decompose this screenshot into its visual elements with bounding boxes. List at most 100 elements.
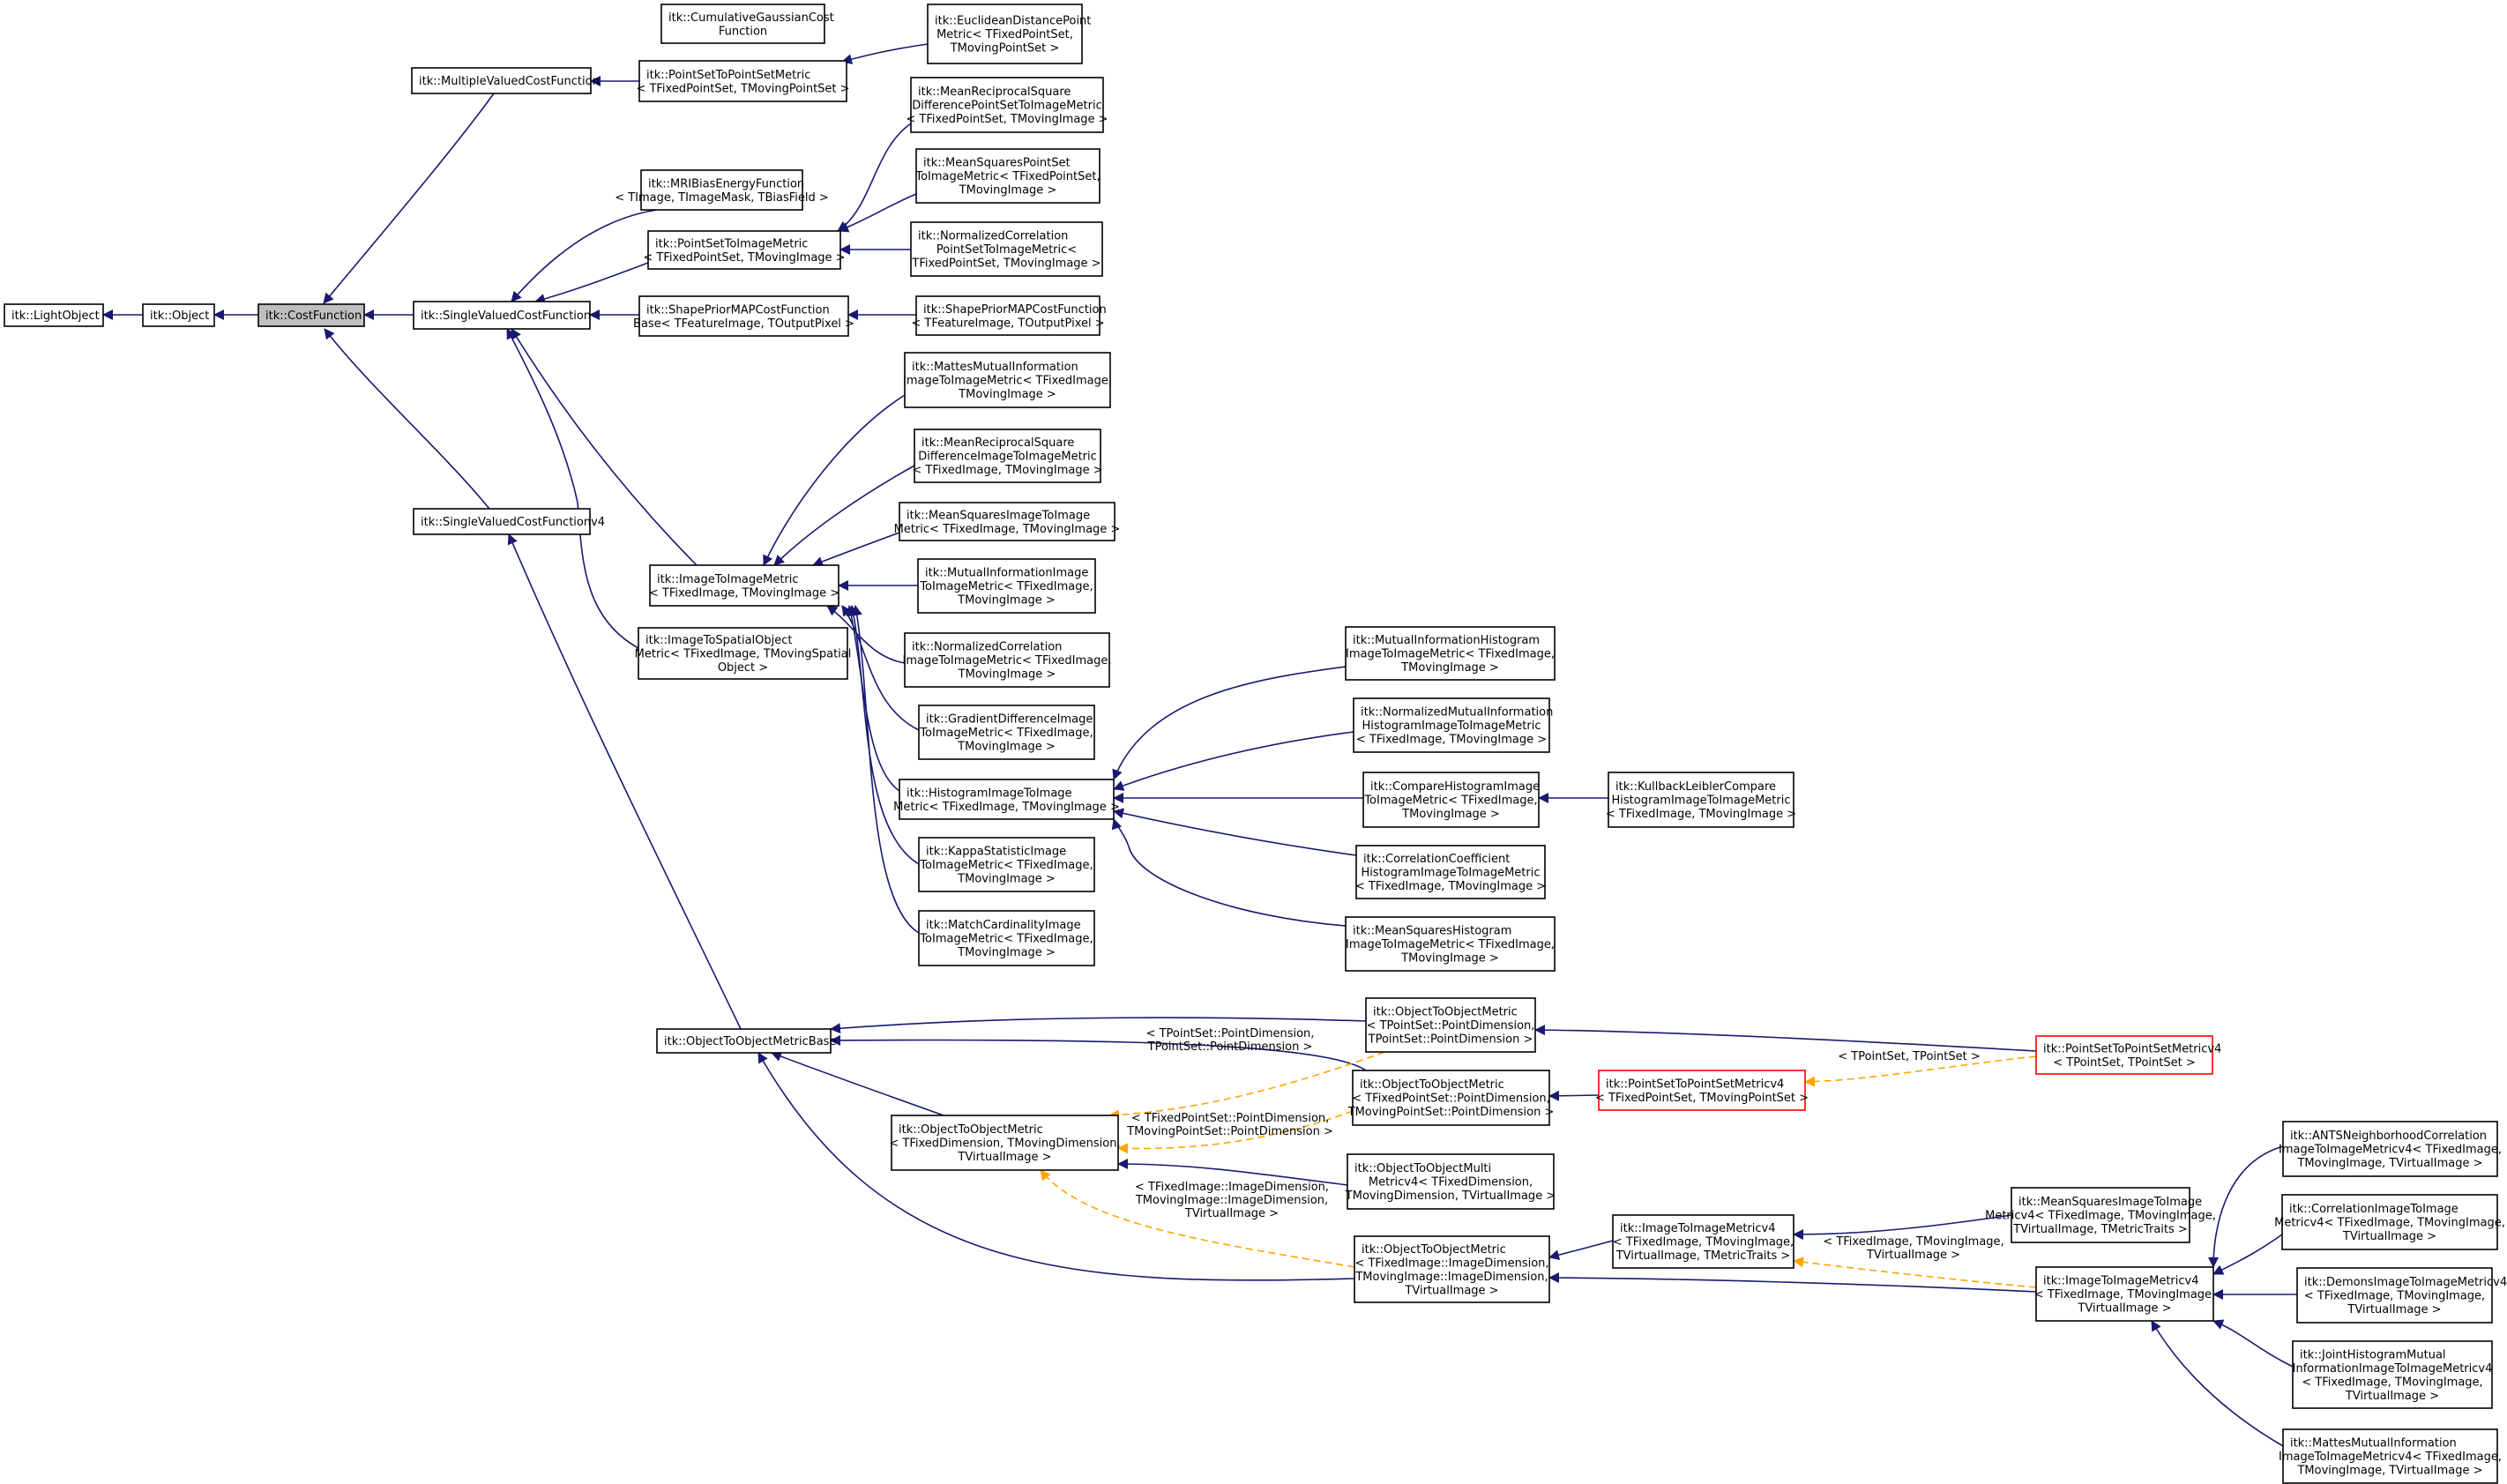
class-node-label-line: itk::ObjectToObjectMetricBase xyxy=(664,1035,836,1048)
class-node-label: itk::Object xyxy=(150,309,209,323)
class-node-label: itk::MRIBiasEnergyFunction< TImage, TIma… xyxy=(615,177,829,205)
class-node-OTOM_PointSet[interactable]: itk::ObjectToObjectMetric< TPointSet::Po… xyxy=(1365,997,1536,1053)
class-node-MultipleValuedCostFunction[interactable]: itk::MultipleValuedCostFunction xyxy=(411,67,600,94)
class-node-DemonsImagev4[interactable]: itk::DemonsImageToImageMetricv4< TFixedI… xyxy=(2296,1267,2507,1324)
class-node-box xyxy=(2282,1121,2498,1177)
class-node-label-line: < TFixedImage, TMovingImage > xyxy=(649,586,839,600)
inheritance-edge-ANTSNeighborhood-to-ImageToImageMetricv4 xyxy=(2208,1145,2284,1268)
class-node-box xyxy=(2011,1187,2190,1243)
class-node-SingleValuedCostFunction[interactable]: itk::SingleValuedCostFunction xyxy=(413,301,591,330)
inheritance-edge-MeanSquaresImage-to-ImageToImageMetric xyxy=(812,532,900,567)
class-node-box xyxy=(927,4,1083,64)
class-node-label-line: TMovingImage::ImageDimension, xyxy=(1354,1271,1548,1284)
class-node-label-line: < TFixedPointSet, TMovingImage > xyxy=(643,251,845,265)
inheritance-edge-MattesMutualInformation-to-ImageToImageMetric xyxy=(763,394,906,566)
class-node-box xyxy=(2035,1266,2214,1322)
class-node-box xyxy=(917,558,1096,614)
class-node-label-line: < TFixedImage, TMovingImage, xyxy=(2034,1288,2215,1301)
class-node-label-line: TMovingPointSet::PointDimension > xyxy=(1347,1106,1555,1119)
inheritance-edge-OTOM_Image-to-ObjectToObjectMetricBase xyxy=(757,1052,1355,1281)
class-node-label-line: TVirtualImage > xyxy=(1404,1284,1498,1297)
inheritance-edge-JointHistogram-to-ImageToImageMetricv4 xyxy=(2212,1319,2294,1368)
class-node-label-line: itk::GradientDifferenceImage xyxy=(926,713,1093,727)
inheritance-edge-MutualInformationHistogram-to-HistogramImage xyxy=(1112,666,1347,780)
class-node-label: itk::ObjectToObjectMetric< TFixedPointSe… xyxy=(1347,1078,1555,1119)
class-node-label-line: itk::PointSetToPointSetMetricv4 xyxy=(1606,1078,1784,1091)
edge-label-lbl_fixedpointset: < TFixedPointSet::PointDimension,TMoving… xyxy=(1126,1112,1333,1138)
class-node-MRIBiasEnergyFunction[interactable]: itk::MRIBiasEnergyFunction< TImage, TIma… xyxy=(615,169,829,211)
class-node-box xyxy=(638,60,847,102)
class-node-PointSetToPointSetMetric[interactable]: itk::PointSetToPointSetMetric< TFixedPoi… xyxy=(636,60,850,102)
class-node-SingleValuedCostFunctionv4[interactable]: itk::SingleValuedCostFunctionv4 xyxy=(413,508,605,535)
class-node-box xyxy=(1345,626,1556,681)
class-node-label-line: itk::MattesMutualInformation xyxy=(912,361,1078,374)
class-node-label-line: itk::KullbackLeiblerCompare xyxy=(1615,780,1776,794)
class-node-box xyxy=(142,303,215,327)
class-node-ObjectToObjectMetricBase[interactable]: itk::ObjectToObjectMetricBase xyxy=(656,1028,836,1054)
class-node-label-line: itk::NormalizedCorrelation xyxy=(912,641,1062,654)
class-node-Object[interactable]: itk::Object xyxy=(142,303,215,327)
class-node-label-line: itk::CorrelationCoefficient xyxy=(1363,853,1510,866)
class-node-box xyxy=(640,169,803,211)
class-node-PointSetToPointSetMetricv4_Fixed[interactable]: itk::PointSetToPointSetMetricv4< TFixedP… xyxy=(1595,1070,1809,1111)
class-node-ShapePriorMAP[interactable]: itk::ShapePriorMAPCostFunction< TFeature… xyxy=(911,295,1107,336)
class-node-PointSetToImageMetric[interactable]: itk::PointSetToImageMetric< TFixedPointS… xyxy=(643,230,846,270)
class-node-ImageToImageMetricv4_Traits[interactable]: itk::ImageToImageMetricv4< TFixedImage, … xyxy=(1612,1214,1794,1269)
class-node-ImageToImageMetric[interactable]: itk::ImageToImageMetric< TFixedImage, TM… xyxy=(649,564,839,607)
inheritance-edge-PointSetToPointSetMetricv4_PS-to-OTOM_PointSet xyxy=(1534,1025,2037,1052)
class-node-box xyxy=(413,301,591,330)
class-node-ImageToImageMetricv4[interactable]: itk::ImageToImageMetricv4< TFixedImage, … xyxy=(2034,1266,2215,1322)
class-node-label-line: < TPointSet::PointDimension, xyxy=(1367,1019,1535,1033)
edge-labels-layer: < TPointSet::PointDimension,TPointSet::P… xyxy=(1126,1027,2004,1262)
inheritance-edge-OTOM_FixedPointSet-to-ObjectToObjectMetricBase xyxy=(830,1034,1367,1071)
class-node-OTOM_Generic[interactable]: itk::ObjectToObjectMetric< TFixedDimensi… xyxy=(889,1115,1121,1171)
inheritance-edge-PointSetToImageMetric-to-SingleValuedCostFunction xyxy=(534,262,649,304)
class-node-PointSetToPointSetMetricv4_PS[interactable]: itk::PointSetToPointSetMetricv4< TPointS… xyxy=(2035,1035,2221,1075)
class-node-box xyxy=(4,303,104,327)
template-edge-OTOM_PointSet-to-OTOM_Generic xyxy=(1108,1051,1385,1121)
edge-label-line: TVirtualImage > xyxy=(1184,1207,1279,1220)
class-node-label-line: itk::MeanSquaresHistogram xyxy=(1353,925,1511,938)
class-node-label-line: < TFeatureImage, TOutputPixel > xyxy=(911,317,1104,330)
class-node-label-line: itk::MatchCardinalityImage xyxy=(926,919,1081,932)
class-node-label-line: itk::ObjectToObjectMetric xyxy=(1360,1078,1504,1092)
class-node-LightObject[interactable]: itk::LightObject xyxy=(4,303,104,327)
class-node-box xyxy=(413,508,591,535)
class-node-label-line: Metric< TFixedPointSet, xyxy=(936,28,1073,41)
class-node-OTOM_Image[interactable]: itk::ObjectToObjectMetric< TFixedImage::… xyxy=(1354,1235,1550,1303)
class-node-OTOM_FixedPointSet[interactable]: itk::ObjectToObjectMetric< TFixedPointSe… xyxy=(1347,1070,1555,1126)
